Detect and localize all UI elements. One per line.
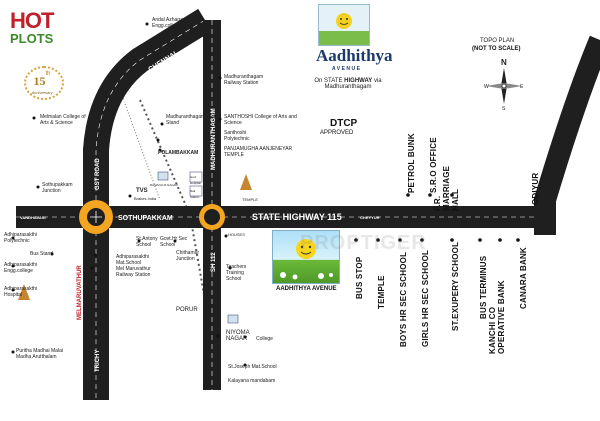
landmark-marriage-hall: P.R. MARRIAGE HALL — [433, 165, 460, 211]
road-label-madhuranthagam: MADHURANTHAGAM — [211, 108, 217, 170]
landmark-temple: TEMPLE — [377, 275, 386, 309]
place-college: College — [256, 336, 273, 342]
place-polambakkam: POLAMBAKKAM — [158, 150, 199, 156]
topo-scale: (NOT TO SCALE) — [472, 46, 521, 52]
place-dots — [11, 22, 520, 367]
compass-s: S — [502, 106, 506, 112]
tagline-pre: On STATE — [314, 78, 345, 84]
approved-label: APPROVED — [320, 130, 354, 136]
place-ap-bus-stand: Bus Stand — [30, 251, 54, 257]
place-andal-college: Andal Azhagar Engg.college — [152, 17, 185, 29]
road-label-gst: GST ROAD — [95, 158, 101, 190]
place-ap-engg-college: Adhiparasakthi Engg.college — [4, 262, 38, 274]
tagline-bold: HIGHWAY — [344, 78, 373, 84]
temple-icon-2 — [18, 284, 30, 300]
place-railway-station: Madhuranthagam Railway Station — [224, 74, 264, 86]
place-rail-station: Rail Station — [190, 189, 200, 199]
anniversary-text: Anniversary — [31, 90, 53, 95]
anniversary-sup: th — [45, 70, 51, 77]
compass-e: E — [520, 84, 524, 90]
plot-image — [272, 230, 340, 284]
landmark-petrol-bunk: PETROL BUNK — [407, 133, 416, 193]
place-aanjaneyar-temple: PANJAMUGHA AANJENEYAR TEMPLE — [224, 146, 293, 158]
place-govt-hospital: Govt Hospital — [190, 175, 201, 185]
place-mel-railway: Mel Maruvathur Railway Station — [116, 266, 151, 278]
road-label-ecr: ECR — [558, 219, 569, 235]
school-icon — [227, 314, 239, 324]
compass-n: N — [501, 58, 507, 67]
place-puritha-madhai: Puritha Madhai Malai Madha Arutthalam — [16, 348, 63, 360]
tagline-post: via — [372, 78, 382, 84]
place-chithamur-junction: Chithamur Junction — [176, 250, 200, 262]
road-label-state-highway: STATE HIGHWAY 115 — [252, 212, 342, 222]
place-ramanuja-nagar: RAMANUJA NAGAR — [150, 183, 178, 187]
plot-sun-icon — [280, 239, 333, 280]
place-porur: PORUR — [176, 307, 198, 313]
place-bus-stand: Madhuranthagam Bus Stand — [166, 114, 216, 126]
compass-w: W — [484, 84, 489, 90]
road-label-melmaruvathur: MELMARUVATHUR — [77, 265, 83, 320]
landmark-boys-school: BOYS HR SEC SCHOOL — [399, 251, 408, 347]
place-santhoshi-college: SANTHOSHI College of Arts and Science — [224, 114, 297, 126]
project-logo-tile — [318, 4, 370, 46]
road-label-odiyur: ODIYUR — [531, 172, 540, 205]
place-houses: HOUSES — [228, 232, 245, 237]
place-temple-small: TEMPLE — [242, 197, 259, 202]
hot-plots-logo: HOT PLOTS — [10, 8, 54, 46]
ecr-road — [534, 35, 600, 235]
place-brakes-india: Brakes India — [134, 196, 157, 201]
project-tagline: On STATE HIGHWAY via Madhuranthagam — [308, 78, 388, 90]
place-st-antony: St.Antony School — [136, 236, 158, 248]
landmark-canara-bank: CANARA BANK — [519, 247, 528, 309]
sun-icon — [319, 13, 369, 45]
place-tvs: TVS — [136, 188, 148, 194]
plots-text: PLOTS — [10, 31, 54, 46]
anniversary-badge: 15th Anniversary — [22, 66, 64, 102]
project-sub: AVENUE — [332, 66, 362, 72]
house-icon — [157, 171, 169, 181]
dtcp-label: DTCP — [330, 118, 358, 129]
road-label-nh45: NH-45 — [118, 97, 129, 110]
place-ap-mat-school: Adhiparasakthi Mat.School — [116, 254, 150, 266]
place-ap-polytechnic: Adhiparasakthi Polytechnic — [4, 232, 38, 244]
tagline-line2: Madhuranthagam — [324, 84, 372, 90]
place-melmalan-college: Melmalan College of Arts & Science — [40, 114, 86, 126]
temple-icon — [240, 174, 252, 190]
place-govt-school: Govt.Hr Sec School — [160, 236, 188, 248]
place-santhoshi-poly: Santhoshi Polytechnic — [224, 130, 250, 142]
road-label-vandavasi: VANDHAVASI — [20, 215, 46, 220]
hot-text: HOT — [10, 8, 54, 33]
watermark: PROPTIGER — [300, 232, 427, 254]
railstation-icon — [189, 185, 203, 197]
place-ap-hospital: Adhiparasakthi Hospital — [4, 286, 38, 298]
road-label-cheyyur: CHEYYUR — [360, 215, 380, 220]
place-kalayana-mandabam: Kalayana mandabam — [228, 378, 276, 384]
landmark-bus-terminus: BUS TERMINUS — [479, 255, 488, 319]
anniversary-number: 15 — [33, 74, 46, 88]
project-name: Aadhithya — [316, 46, 393, 65]
place-st-joseph: St.Joseph Mat.School — [228, 364, 277, 370]
road-label-sunambedu: SUNAMBEDU — [211, 339, 216, 365]
plot-label: AADHITHYA AVENUE — [276, 286, 337, 292]
landmark-girls-school: GIRLS HR SEC SCHOOL — [421, 249, 430, 347]
madhuranthagam-junction-inner — [204, 209, 220, 225]
place-sothupakkam-junction: Sothupakkam Junction — [42, 182, 73, 194]
landmark-bus-stop: BUS STOP — [355, 256, 364, 299]
govt-hospital-icon — [189, 171, 203, 183]
road-label-sothupakkam: SOTHUPAKKAM — [118, 215, 173, 222]
road-label-trichy: TRICHY — [95, 350, 101, 372]
gst-road-divider — [95, 19, 206, 400]
compass-icon — [486, 68, 522, 104]
topo-title: TOPO PLAN — [480, 38, 515, 44]
place-teachers-school: Teachers Training School — [226, 264, 247, 282]
landmark-kanchi-bank: KANCHI CO OPERATIVE BANK — [488, 280, 506, 354]
landmark-stexupery-school: ST.EXUPERY SCHOOL — [451, 241, 460, 331]
road-label-sh: SH 112 — [211, 252, 217, 272]
place-niyoma-nagar: NIYOMA NAGAR — [226, 330, 250, 342]
